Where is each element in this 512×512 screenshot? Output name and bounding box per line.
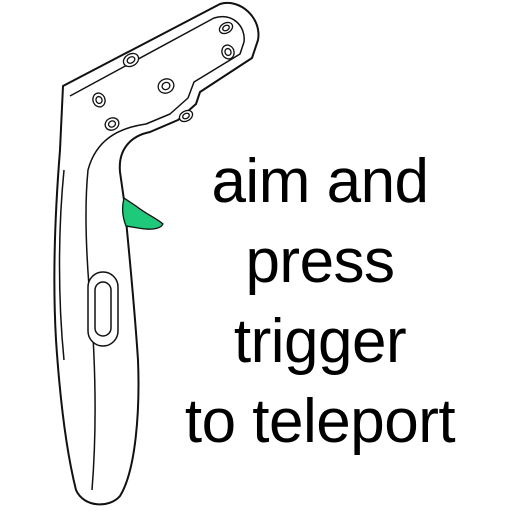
trigger-icon — [122, 197, 164, 230]
teleport-instruction: aim and press trigger to teleport — [140, 142, 500, 462]
instruction-line-2: press — [245, 227, 395, 296]
controller-bevel-line — [69, 15, 245, 491]
sensor-dimples — [92, 21, 235, 131]
controller-body — [53, 1, 260, 506]
instruction-line-4: to teleport — [184, 387, 456, 456]
instruction-line-1: aim and — [211, 147, 429, 216]
controller-grip-line — [58, 169, 65, 361]
grip-button-icon — [87, 271, 119, 347]
instruction-line-3: trigger — [233, 307, 407, 376]
